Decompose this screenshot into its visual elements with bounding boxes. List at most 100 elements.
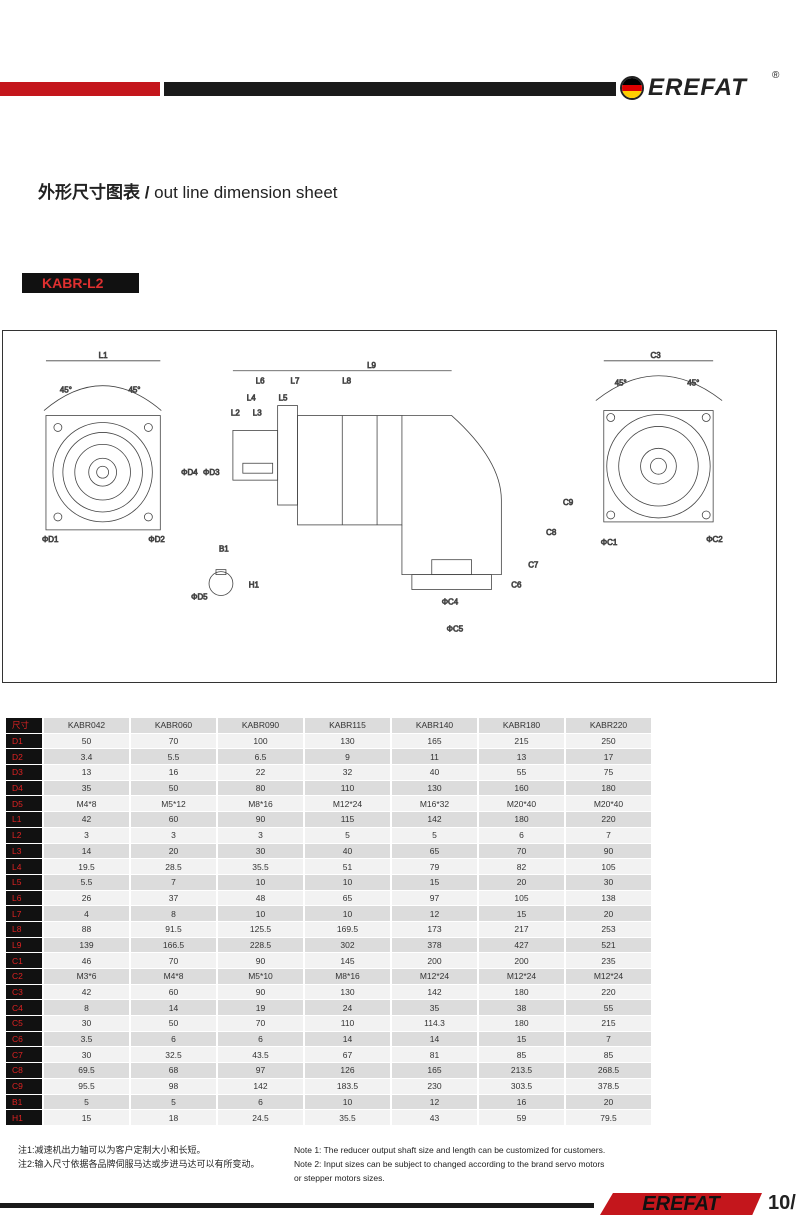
label-l5: L5 (279, 394, 288, 403)
title-sep: / (140, 183, 155, 202)
table-cell: 10 (305, 874, 390, 891)
column-header: KABR140 (392, 718, 477, 734)
brand-logo: EREFAT (620, 74, 747, 102)
table-cell: 8 (131, 906, 216, 922)
table-cell: 91.5 (131, 921, 216, 938)
table-cell: 213.5 (479, 1063, 564, 1079)
table-cell: 67 (305, 1047, 390, 1064)
table-cell: 90 (566, 843, 651, 860)
label-l4: L4 (247, 394, 256, 403)
label-l6: L6 (256, 377, 265, 386)
table-cell: 10 (218, 874, 303, 891)
row-header: C1 (6, 953, 42, 969)
table-cell: 85 (479, 1047, 564, 1064)
table-cell: M8*16 (305, 969, 390, 985)
table-cell: 43.5 (218, 1047, 303, 1064)
table-cell: 268.5 (566, 1063, 651, 1079)
label-c2: ΦC2 (706, 535, 723, 544)
header-black-bar (164, 82, 616, 96)
table-cell: 18 (131, 1110, 216, 1126)
table-cell: 235 (566, 953, 651, 969)
table-cell: 35 (44, 780, 129, 797)
table-cell: 14 (131, 1000, 216, 1017)
table-cell: 32 (305, 765, 390, 781)
table-cell: 75 (566, 765, 651, 781)
table-cell: 10 (218, 906, 303, 922)
table-cell: 38 (479, 1000, 564, 1017)
note-en: or stepper motors sizes. (294, 1173, 385, 1183)
row-header: D3 (6, 765, 42, 781)
table-cell: 100 (218, 733, 303, 750)
table-cell: 160 (479, 780, 564, 797)
table-cell: 3.5 (44, 1031, 129, 1048)
label-l7: L7 (291, 377, 300, 386)
table-cell: 20 (479, 874, 564, 891)
column-header: KABR042 (44, 718, 129, 734)
table-cell: 19.5 (44, 859, 129, 875)
column-header: KABR220 (566, 718, 651, 734)
table-cell: 105 (566, 859, 651, 875)
table-cell: 114.3 (392, 1016, 477, 1032)
table-cell: 14 (44, 843, 129, 860)
row-header: L9 (6, 937, 42, 954)
table-cell: 165 (392, 733, 477, 750)
table-cell: 378.5 (566, 1078, 651, 1095)
row-header: C7 (6, 1047, 42, 1064)
row-header: C9 (6, 1078, 42, 1095)
table-cell: M3*6 (44, 969, 129, 985)
row-header: L6 (6, 890, 42, 907)
label-h1: H1 (249, 581, 260, 590)
label-c4: ΦC4 (442, 597, 459, 606)
table-cell: 97 (218, 1063, 303, 1079)
table-cell: 65 (392, 843, 477, 860)
table-cell: 6 (218, 1031, 303, 1048)
table-cell: M20*40 (566, 796, 651, 813)
row-header: C4 (6, 1000, 42, 1017)
table-cell: M16*32 (392, 796, 477, 813)
notes-en: Note 1: The reducer output shaft size an… (294, 1143, 624, 1185)
input-flange-view (43, 360, 162, 531)
label-c5: ΦC5 (447, 624, 464, 633)
table-cell: 200 (392, 953, 477, 969)
page-title: 外形尺寸图表 / out line dimension sheet (38, 178, 338, 203)
column-header: KABR090 (218, 718, 303, 734)
label-d3: ΦD3 (203, 468, 220, 477)
row-header: D1 (6, 733, 42, 750)
table-cell: 30 (566, 874, 651, 891)
output-flange-view (595, 360, 723, 523)
footer-bar (0, 1203, 594, 1208)
table-cell: 15 (44, 1110, 129, 1126)
label-d5: ΦD5 (191, 592, 208, 601)
table-cell: 16 (131, 765, 216, 781)
german-flag-icon (620, 76, 644, 100)
label-c1: ΦC1 (601, 538, 618, 547)
table-cell: 88 (44, 921, 129, 938)
table-cell: 166.5 (131, 937, 216, 954)
label-l1: L1 (99, 351, 108, 360)
table-cell: 70 (218, 1016, 303, 1032)
table-cell: M8*16 (218, 796, 303, 813)
table-cell: 42 (44, 812, 129, 828)
table-cell: 521 (566, 937, 651, 954)
table-cell: 85 (566, 1047, 651, 1064)
label-d4: ΦD4 (181, 468, 198, 477)
table-cell: M4*8 (44, 796, 129, 813)
table-cell: M12*24 (305, 796, 390, 813)
label-d1: ΦD1 (42, 535, 59, 544)
row-header: D2 (6, 749, 42, 766)
footer-logo: EREFAT (600, 1193, 762, 1215)
header-red-bar (0, 82, 160, 96)
table-cell: 8 (44, 1000, 129, 1017)
table-cell: 378 (392, 937, 477, 954)
table-cell: 6 (218, 1094, 303, 1111)
